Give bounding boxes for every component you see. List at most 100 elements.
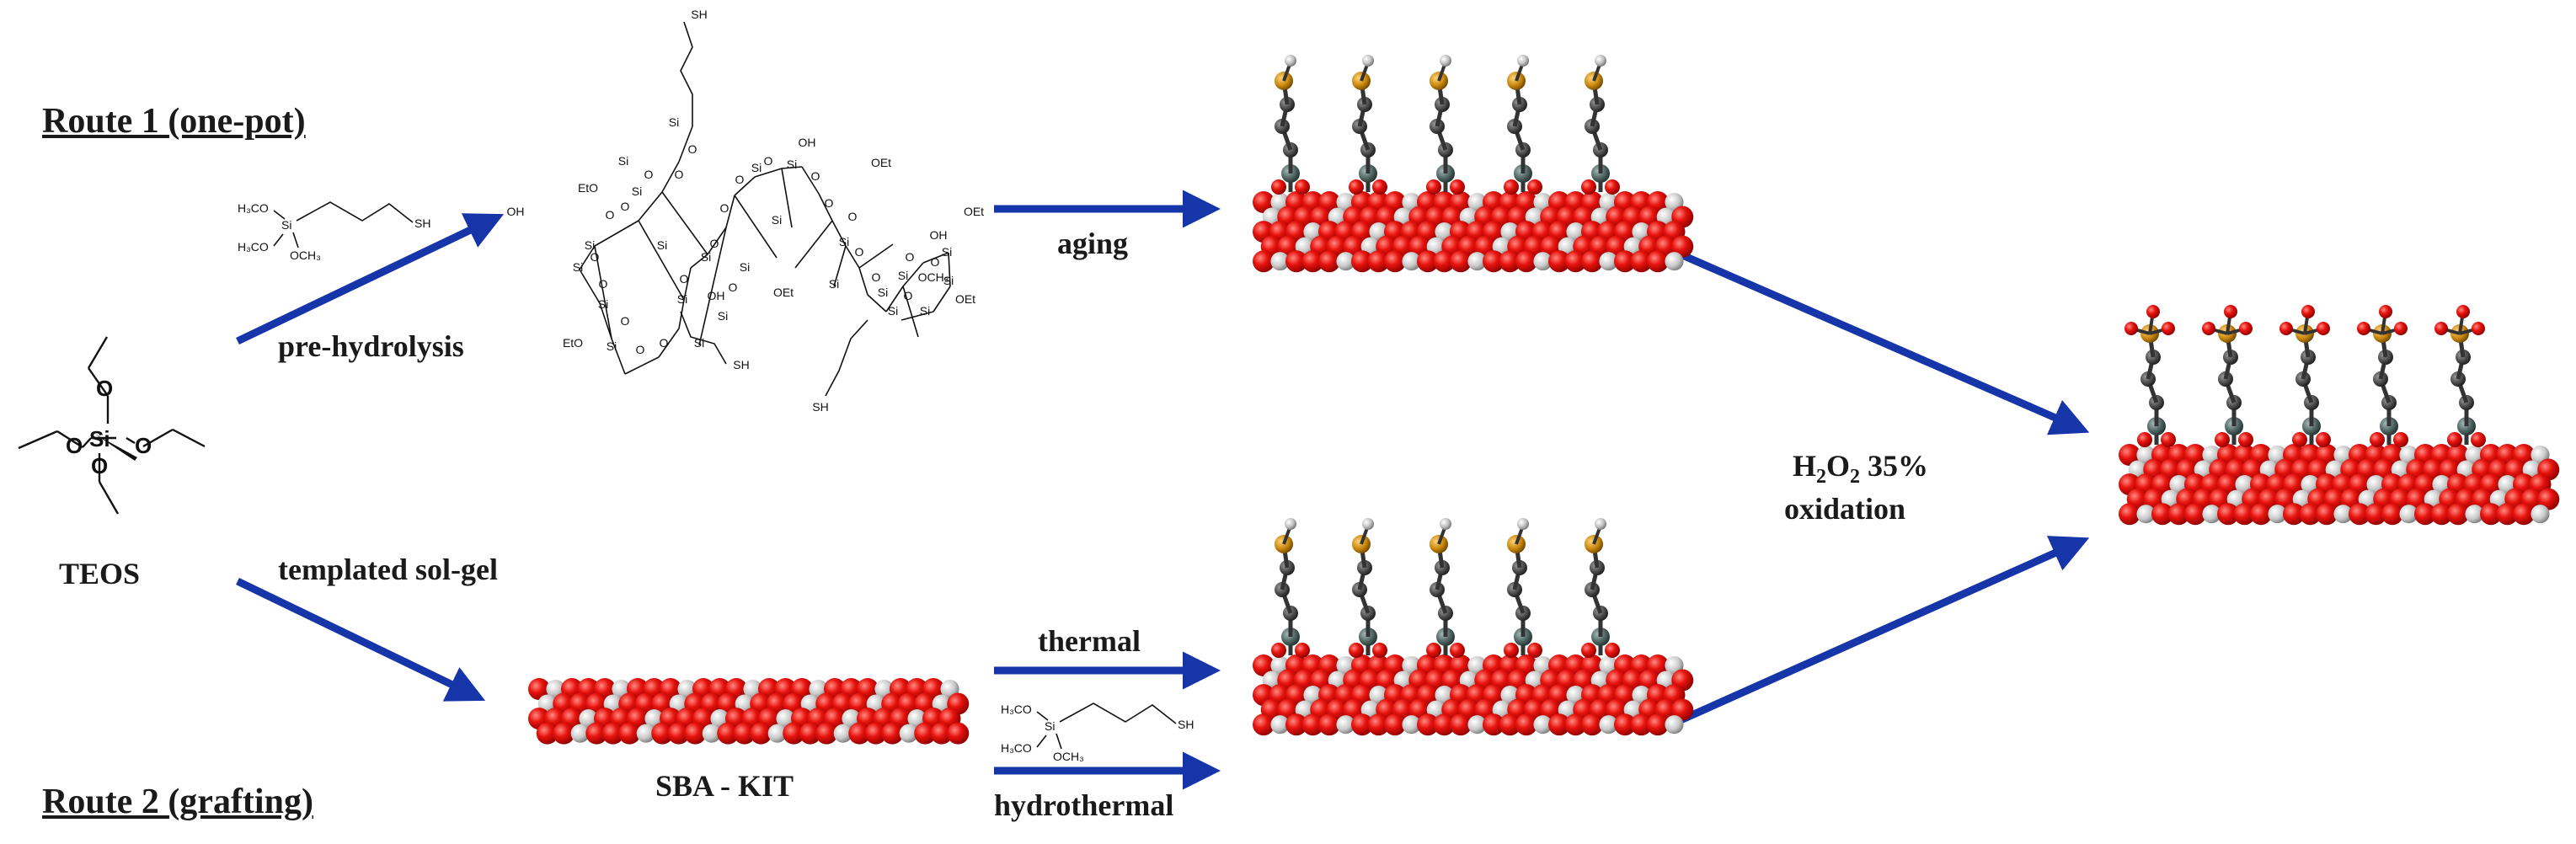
slab-oxygen-atom <box>1450 713 1472 736</box>
network-o-1: O <box>675 168 684 181</box>
slab-silicon-atom <box>1270 715 1290 734</box>
network-bond <box>831 220 847 247</box>
network-o-15: O <box>825 196 834 210</box>
slab-oxygen-atom <box>2414 503 2436 526</box>
arrow-oxidation-top <box>1679 250 2090 435</box>
network-bond <box>698 227 727 346</box>
thiol-slab-route2 <box>1253 518 1694 736</box>
network-bond <box>611 338 626 375</box>
network-bond <box>661 161 680 193</box>
slab-silicon-atom <box>1467 252 1487 271</box>
tether-oxygen <box>1450 643 1465 658</box>
tether-oxygen <box>2238 432 2253 447</box>
network-bond <box>845 245 860 269</box>
slab-oxygen-atom <box>2381 503 2403 526</box>
slab-oxygen-atom <box>1630 250 1653 273</box>
slab-oxygen-atom <box>1417 250 1439 273</box>
network-si-15: Si <box>943 274 954 287</box>
network-si-22: Si <box>694 336 704 350</box>
slab-oxygen-atom <box>881 722 904 745</box>
network-bond <box>599 302 612 339</box>
silane-reagent-route1: H₃CO Si H₃CO OCH₃ SH <box>238 201 430 262</box>
network-bond <box>658 328 680 358</box>
network-o-16: O <box>848 210 858 223</box>
network-o-6: O <box>599 277 608 291</box>
sulfonic-slab <box>2119 305 2560 526</box>
silane2-sh: SH <box>1178 718 1194 731</box>
tether-oxygen <box>2447 432 2462 447</box>
tether-oxygen <box>1271 179 1286 195</box>
teos-si: Si <box>89 426 110 451</box>
network-o-5: O <box>591 250 600 264</box>
slab-silicon-atom <box>1467 715 1487 734</box>
network-si-14: Si <box>898 269 908 282</box>
slab-oxygen-atom <box>2537 488 2560 510</box>
network-bond <box>707 227 727 255</box>
tether-oxygen <box>1349 643 1364 658</box>
network-o-19: O <box>906 250 915 264</box>
network-si-0: Si <box>669 115 679 129</box>
slab-silicon-atom <box>1336 715 1355 734</box>
network-o-22: O <box>710 237 719 250</box>
network-si-10: Si <box>740 260 750 274</box>
network-o-13: O <box>764 154 773 168</box>
slab-oxygen-atom <box>1351 250 1373 273</box>
network-si-2: Si <box>618 154 628 168</box>
network-o-17: O <box>855 245 864 259</box>
network-chain-bottom <box>680 311 727 365</box>
arrow-pre-hydrolysis <box>236 213 505 345</box>
network-o-8: O <box>636 343 645 356</box>
slab-oxygen-atom <box>618 722 641 745</box>
tether-sulfonate-oxygen <box>2357 322 2370 335</box>
slab-oxygen-atom <box>1548 250 1570 273</box>
network-bond <box>624 356 660 375</box>
network-bond <box>725 195 735 228</box>
silane2-och3: OCH₃ <box>1053 750 1084 763</box>
slab-oxygen-atom <box>1499 250 1521 273</box>
network-oet-3: OEt <box>955 292 975 306</box>
sba-kit-label: SBA - KIT <box>655 769 794 803</box>
network-o-11: O <box>720 201 730 215</box>
slab-oxygen-atom <box>1630 713 1653 736</box>
tether-oxygen <box>1295 179 1310 195</box>
slab-oxygen-atom <box>733 722 756 745</box>
network-bond <box>734 176 756 196</box>
tether-sulfonate-oxygen <box>2434 322 2448 335</box>
network-o-23: O <box>729 280 738 294</box>
network-eto-0: EtO <box>578 181 598 195</box>
slab-oxygen-atom <box>2151 503 2173 526</box>
tether-sulfonate-oxygen <box>2379 305 2392 318</box>
network-bond <box>858 243 894 269</box>
slab-oxygen-atom <box>2217 503 2239 526</box>
slab-oxygen-atom <box>1433 250 1456 273</box>
network-oh-3: OH <box>507 205 525 218</box>
network-oet-2: OEt <box>773 286 794 299</box>
network-si-6: Si <box>585 238 595 252</box>
slab-oxygen-atom <box>1301 250 1324 273</box>
h2o2-percent: 35% <box>1860 449 1929 483</box>
tether-oxygen <box>2161 432 2176 447</box>
slab-silicon-atom <box>2333 505 2353 524</box>
tether-hydrogen <box>1440 55 1451 67</box>
slab-oxygen-atom <box>1564 713 1587 736</box>
network-oh-2: OH <box>930 228 948 242</box>
tether-sulfonate-oxygen <box>2239 322 2253 335</box>
slab-silicon-atom <box>833 724 852 743</box>
network-bond <box>948 252 951 287</box>
network-o-10: O <box>680 272 689 286</box>
slab-oxygen-atom <box>1433 713 1456 736</box>
tether-hydrogen <box>1362 55 1374 67</box>
slab-oxygen-atom <box>1301 713 1324 736</box>
slab-silicon-atom <box>1599 715 1618 734</box>
slab-oxygen-atom <box>930 722 953 745</box>
tether-sulfonate-oxygen <box>2162 322 2175 335</box>
slab-oxygen-atom <box>1483 713 1504 736</box>
slab-oxygen-atom <box>1318 250 1340 273</box>
slab-silicon-atom <box>1533 252 1553 271</box>
slab-oxygen-atom <box>1515 250 1537 273</box>
tether-sulfonate-oxygen <box>2317 322 2330 335</box>
network-bond <box>902 286 919 338</box>
slab-oxygen-atom <box>1367 250 1390 273</box>
